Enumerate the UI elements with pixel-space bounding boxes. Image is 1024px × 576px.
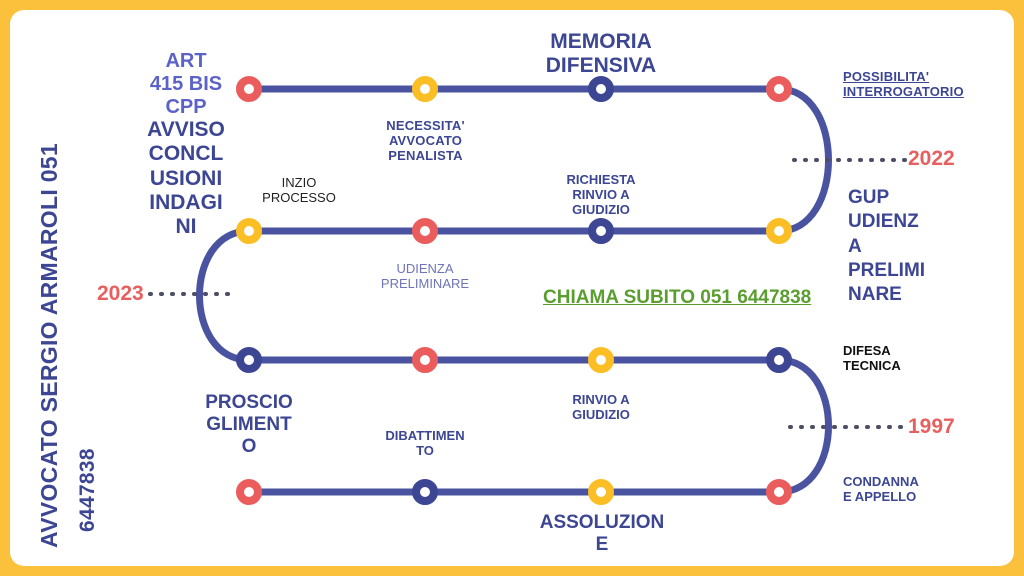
node-r2-c2[interactable] — [412, 218, 438, 244]
node-r2-c1[interactable] — [236, 218, 262, 244]
label-assoluzione: ASSOLUZION E — [539, 512, 665, 556]
node-r4-c4[interactable] — [766, 479, 792, 505]
brand-line-1: AVVOCATO SERGIO ARMAROLI 051 — [36, 143, 62, 548]
node-r1-c4[interactable] — [766, 76, 792, 102]
label-avviso-conclusioni-indagini: AVVISO CONCL USIONI INDAGI NI — [147, 118, 225, 239]
label-gup-udienza-preliminare: GUP UDIENZ A PRELIMI NARE — [848, 187, 926, 306]
node-r3-c1[interactable] — [236, 347, 262, 373]
label-memoria-difensiva: MEMORIA DIFENSIVA — [545, 30, 657, 78]
node-r4-c3[interactable] — [588, 479, 614, 505]
node-r1-c2[interactable] — [412, 76, 438, 102]
label-difesa-tecnica: DIFESA TECNICA — [843, 343, 901, 374]
node-r2-c4[interactable] — [766, 218, 792, 244]
node-r3-c4[interactable] — [766, 347, 792, 373]
label-necessita-avvocato-penalista: NECESSITA' AVVOCATO PENALISTA — [386, 118, 465, 164]
node-r3-c2[interactable] — [412, 347, 438, 373]
label-art-415-bis-cpp: ART 415 BIS CPP — [149, 50, 223, 119]
brand-line-2: 6447838 — [76, 448, 99, 532]
node-r1-c3[interactable] — [588, 76, 614, 102]
label-possibilita-interrogatorio: POSSIBILITA' INTERROGATORIO — [843, 69, 964, 100]
year-2023: 2023 — [97, 282, 144, 305]
node-r4-c1[interactable] — [236, 479, 262, 505]
label-inzio-processo: INZIO PROCESSO — [262, 175, 336, 206]
white-card — [10, 10, 1014, 566]
year-1997: 1997 — [908, 415, 955, 438]
label-rinvio-a-giudizio: RINVIO A GIUDIZIO — [572, 392, 630, 423]
label-proscioglimento: PROSCIO GLIMENT O — [205, 392, 293, 458]
year-2022: 2022 — [908, 147, 955, 170]
cta-phone-link[interactable]: CHIAMA SUBITO 051 6447838 — [543, 287, 812, 308]
label-richiesta-rinvio-giudizio: RICHIESTA RINVIO A GIUDIZIO — [566, 172, 636, 218]
node-r3-c3[interactable] — [588, 347, 614, 373]
label-dibattimento: DIBATTIMEN TO — [385, 428, 465, 459]
node-r4-c2[interactable] — [412, 479, 438, 505]
label-condanna-appello: CONDANNA E APPELLO — [843, 474, 919, 505]
node-r1-c1[interactable] — [236, 76, 262, 102]
node-r2-c3[interactable] — [588, 218, 614, 244]
label-udienza-preliminare: UDIENZA PRELIMINARE — [380, 261, 470, 292]
